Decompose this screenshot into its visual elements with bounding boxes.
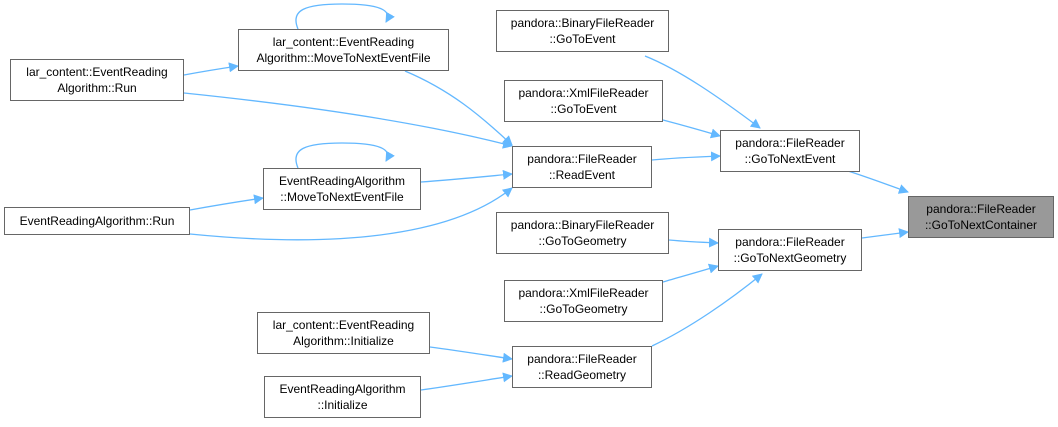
node-label-line1: pandora::FileReader <box>527 152 637 166</box>
node-label-line1: pandora::BinaryFileReader <box>510 16 655 30</box>
node-label-line1: EventReadingAlgorithm <box>279 382 406 396</box>
edge-lar-mtnef-self <box>295 3 395 30</box>
node-filereader-readgeometry[interactable]: pandora::FileReader ::ReadGeometry <box>512 346 652 388</box>
node-label-line1: EventReadingAlgorithm::Run <box>19 214 175 228</box>
edge-era-mtnef-self <box>295 142 395 169</box>
node-label-line2: ::GoToNextContainer <box>924 218 1038 232</box>
node-filereader-readevent[interactable]: pandora::FileReader ::ReadEvent <box>512 146 652 188</box>
node-eventreadingalgorithm-initialize[interactable]: EventReadingAlgorithm ::Initialize <box>264 376 421 418</box>
edge-lar-run-read-event <box>183 92 513 149</box>
node-label-line1: lar_content::EventReading <box>272 35 415 49</box>
node-label-line1: lar_content::EventReading <box>26 65 168 79</box>
node-eventreadingalgorithm-movetonexteventfile[interactable]: EventReadingAlgorithm ::MoveToNextEventF… <box>263 168 421 210</box>
node-label-line2: ::ReadGeometry <box>537 368 627 382</box>
node-label-line1: lar_content::EventReading <box>272 318 415 332</box>
edge-lar-run-lar-mtnef <box>183 62 239 76</box>
node-label-line2: Algorithm::Run <box>57 81 137 95</box>
edge-gtne-gtnc <box>847 170 909 194</box>
node-filereader-gotonextcontainer: pandora::FileReader ::GoToNextContainer <box>908 196 1054 238</box>
node-xmlfilereader-gotoevent[interactable]: pandora::XmlFileReader ::GoToEvent <box>504 80 663 122</box>
node-label-line1: pandora::XmlFileReader <box>518 286 649 300</box>
edge-xfr-event-gtne <box>662 119 721 139</box>
node-xmlfilereader-gotogeometry[interactable]: pandora::XmlFileReader ::GoToGeometry <box>504 280 663 322</box>
node-lar-eventreadingalgorithm-run[interactable]: lar_content::EventReading Algorithm::Run <box>10 59 184 101</box>
node-label-line2: Algorithm::MoveToNextEventFile <box>256 51 431 65</box>
node-label-line1: pandora::BinaryFileReader <box>510 218 655 232</box>
edge-read-geom-gtng <box>651 273 763 347</box>
node-label-line1: EventReadingAlgorithm <box>278 174 406 188</box>
edge-bfr-event-gtne <box>644 55 761 129</box>
node-label-line2: ::GoToEvent <box>549 32 616 46</box>
node-label-line1: pandora::XmlFileReader <box>518 86 649 100</box>
edge-lar-init-read-geom <box>429 346 513 363</box>
node-label-line2: ::GoToNextGeometry <box>733 251 847 265</box>
edge-gtng-gtnc <box>861 228 909 239</box>
node-label-line2: ::Initialize <box>317 398 368 412</box>
node-eventreadingalgorithm-run[interactable]: EventReadingAlgorithm::Run <box>4 207 190 235</box>
node-label-line2: ::GoToGeometry <box>539 302 628 316</box>
node-filereader-gotonextgeometry[interactable]: pandora::FileReader ::GoToNextGeometry <box>718 229 862 271</box>
edge-era-run-era-mtnef <box>189 194 264 211</box>
edge-era-init-read-geom <box>420 372 513 391</box>
node-label-line2: ::MoveToNextEventFile <box>280 190 404 204</box>
node-label-line1: pandora::FileReader <box>735 136 845 150</box>
node-label-line2: Algorithm::Initialize <box>293 334 394 348</box>
node-label-line2: ::ReadEvent <box>548 168 616 182</box>
edge-era-mtnef-read-event <box>420 169 513 183</box>
edge-lar-mtnef-read-event <box>404 70 513 146</box>
node-binaryfilereader-gotoevent[interactable]: pandora::BinaryFileReader ::GoToEvent <box>496 10 669 52</box>
node-lar-eventreadingalgorithm-movetonexteventfile[interactable]: lar_content::EventReading Algorithm::Mov… <box>238 29 449 71</box>
node-binaryfilereader-gotogeometry[interactable]: pandora::BinaryFileReader ::GoToGeometry <box>496 212 669 254</box>
edge-bfr-geom-gtng <box>668 237 719 248</box>
node-label-line1: pandora::FileReader <box>926 202 1036 216</box>
node-label-line2: ::GoToGeometry <box>538 234 627 248</box>
edge-era-run-read-event <box>189 187 513 241</box>
edge-xfr-geom-gtng <box>662 263 719 283</box>
node-lar-eventreadingalgorithm-initialize[interactable]: lar_content::EventReading Algorithm::Ini… <box>257 312 430 354</box>
node-label-line2: ::GoToEvent <box>550 102 617 116</box>
edge-read-event-gtne <box>651 151 721 162</box>
node-label-line2: ::GoToNextEvent <box>744 152 836 166</box>
node-label-line1: pandora::FileReader <box>735 235 845 249</box>
node-filereader-gotonextevent[interactable]: pandora::FileReader ::GoToNextEvent <box>720 130 860 172</box>
node-label-line1: pandora::FileReader <box>527 352 637 366</box>
